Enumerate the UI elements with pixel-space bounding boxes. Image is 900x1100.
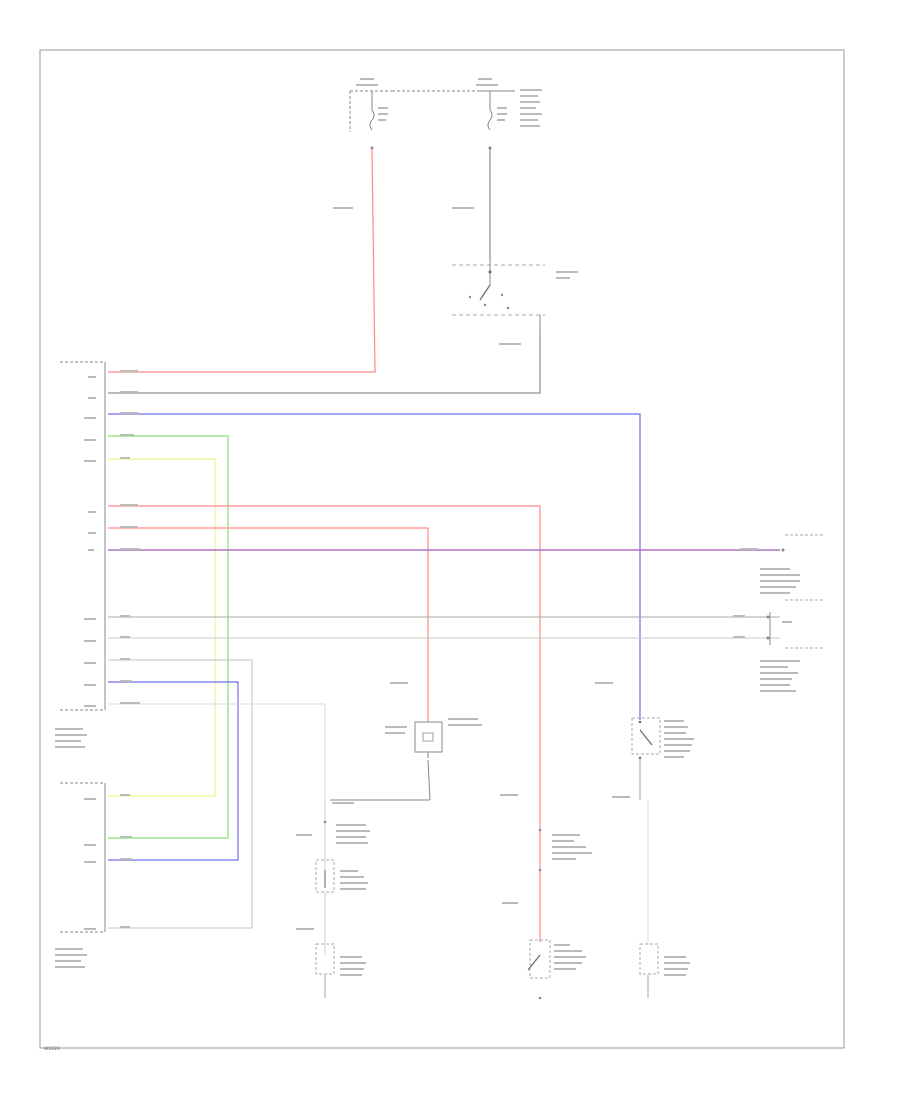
wire-gray-4 bbox=[108, 703, 326, 800]
tcm-upper-title bbox=[55, 728, 87, 748]
switch-arm-icon bbox=[527, 954, 541, 971]
diagram-code: W0026 bbox=[44, 1046, 60, 1052]
pin-labels-upper bbox=[84, 376, 96, 707]
switch-arm-icon bbox=[479, 284, 491, 301]
ignition-switch bbox=[452, 260, 545, 330]
wire-labels bbox=[120, 370, 758, 930]
wire-blue-1 bbox=[108, 413, 641, 720]
fuse-block-left bbox=[349, 90, 392, 150]
fuse-block-right bbox=[392, 90, 515, 150]
od-switch-stack bbox=[315, 800, 370, 998]
pin-labels-lower bbox=[84, 798, 96, 930]
top-labels bbox=[333, 78, 578, 345]
lower-right-switch-stack bbox=[527, 828, 592, 1000]
fuse-icon bbox=[369, 109, 375, 131]
wire-black-2 bbox=[108, 330, 541, 394]
wire-blue-2 bbox=[108, 681, 239, 861]
right-connector-upper bbox=[760, 534, 825, 601]
wire-green-1 bbox=[108, 435, 229, 839]
fuse-icon bbox=[487, 109, 493, 131]
switch-arm-icon bbox=[639, 729, 653, 746]
brake-switch bbox=[631, 717, 694, 945]
tcm-lower-title bbox=[55, 948, 87, 968]
diagram-frame bbox=[39, 49, 845, 1049]
wire-red-1 bbox=[108, 147, 376, 373]
wire-red-2 bbox=[108, 505, 541, 830]
bottom-right-connector bbox=[639, 943, 690, 998]
switch-pivot-icon bbox=[488, 270, 492, 274]
wire-gray-3 bbox=[108, 659, 253, 929]
wire-yellow-1 bbox=[108, 458, 216, 797]
tcm-connector-lower bbox=[60, 782, 106, 933]
wire-red-3 bbox=[108, 527, 429, 722]
tcm-connector-upper bbox=[60, 361, 106, 711]
overdrive-relay bbox=[330, 718, 482, 801]
right-connector-lower bbox=[760, 612, 825, 692]
